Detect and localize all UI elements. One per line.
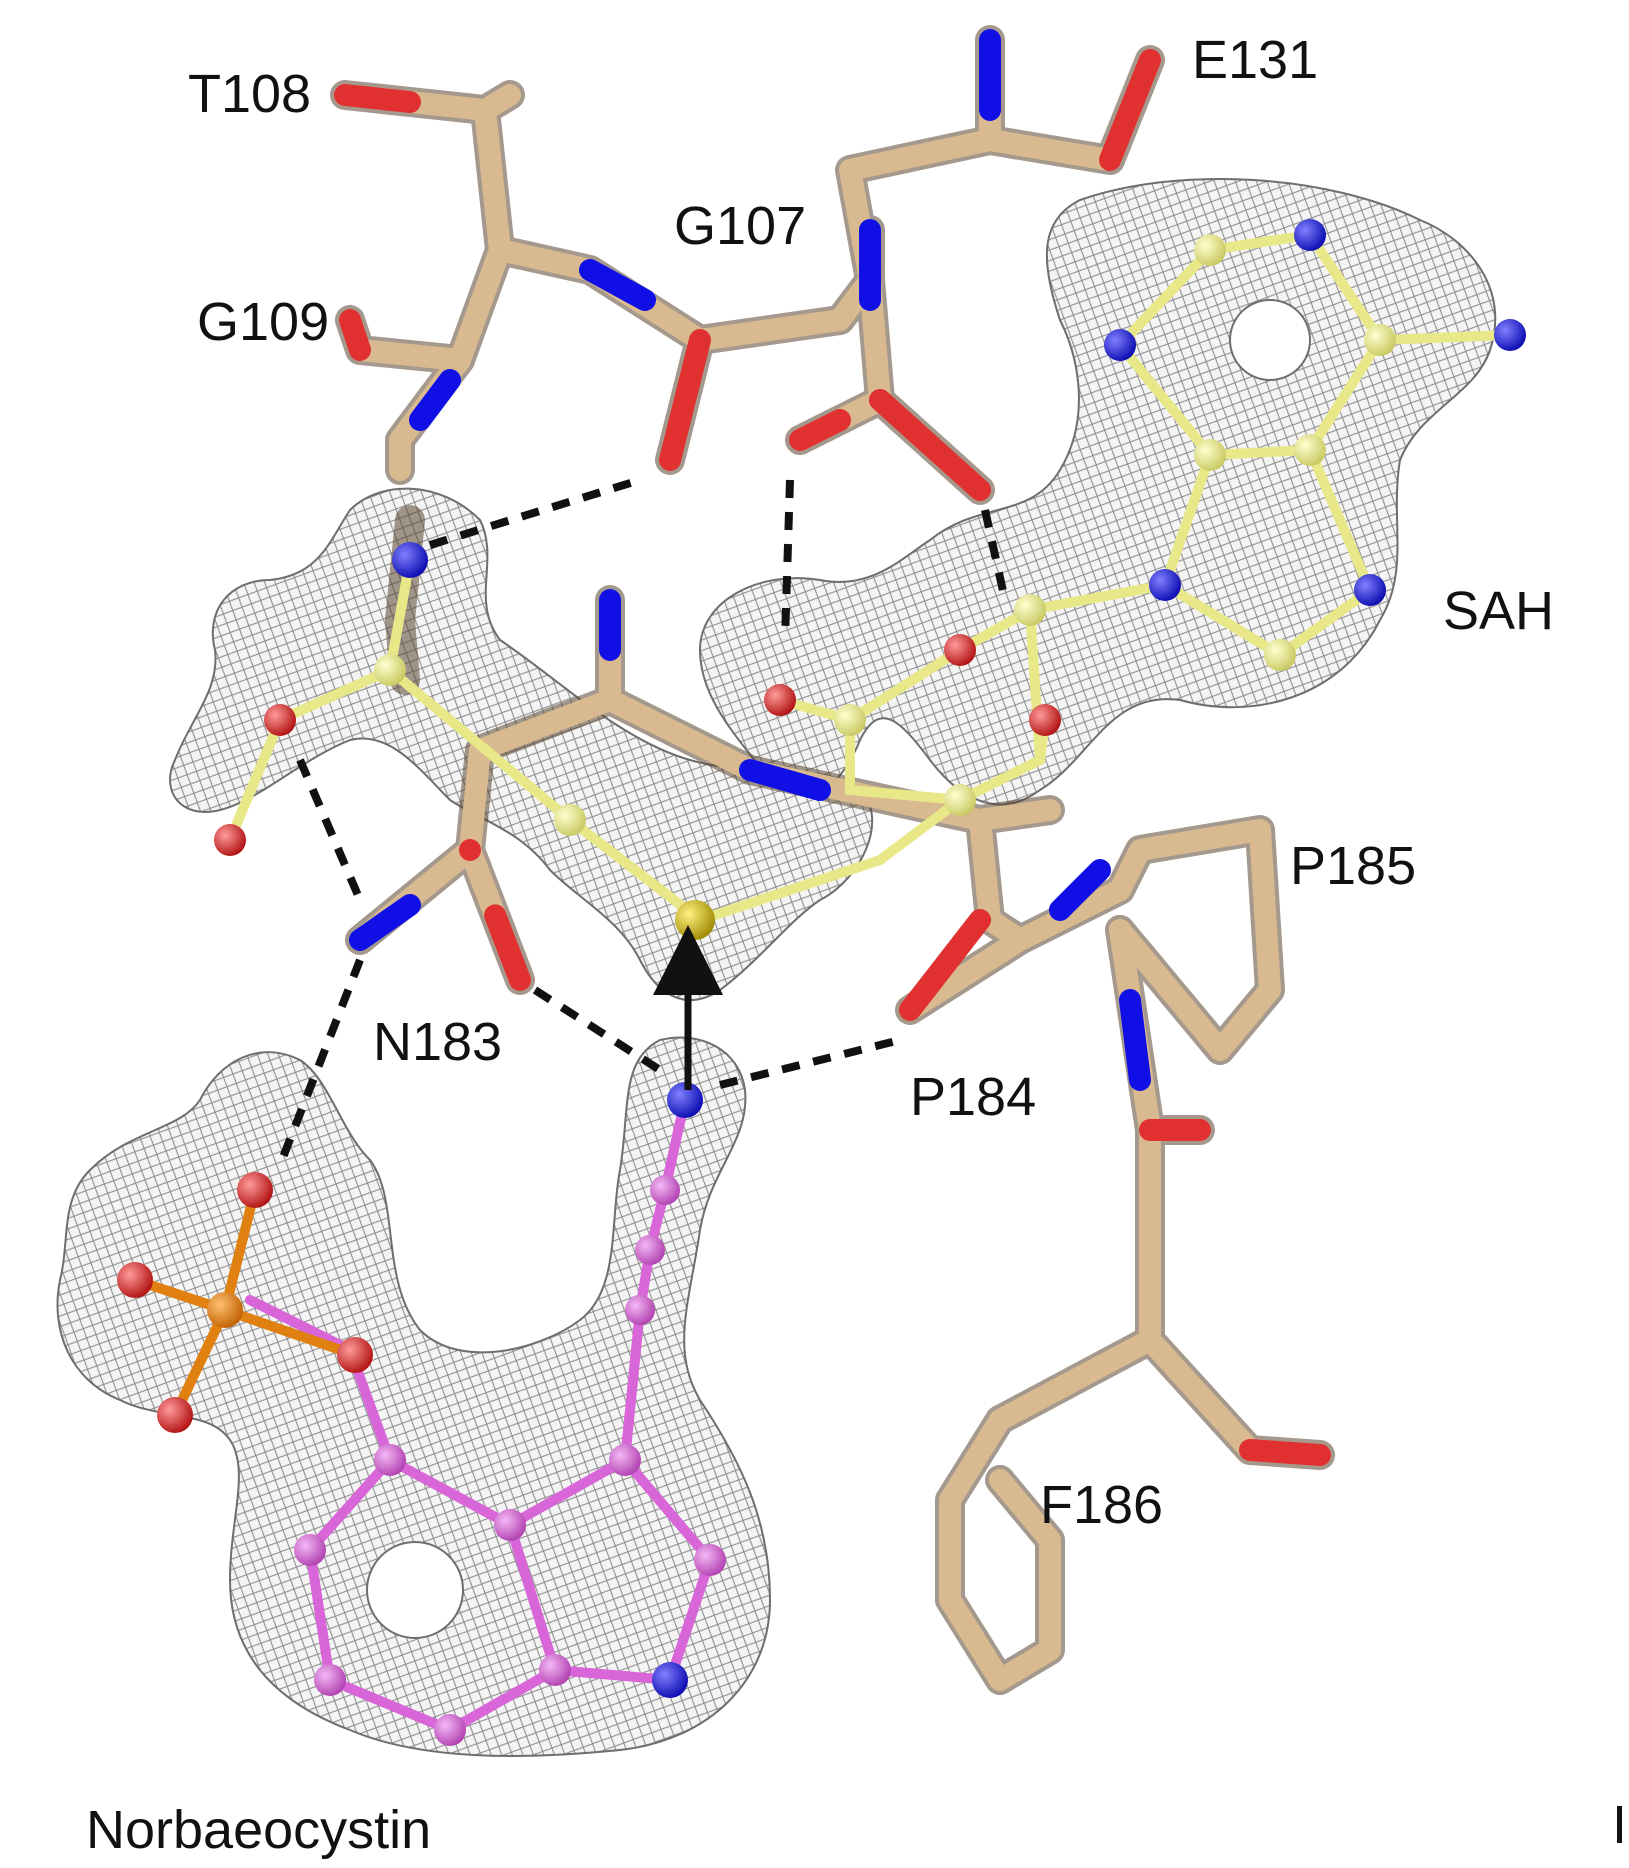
n183-sidechain-nitrogen <box>349 894 421 951</box>
norbaeocystin-ring-hole <box>366 1541 464 1639</box>
e131-oxygen-1 <box>1099 49 1161 171</box>
p184-oxygen <box>899 909 991 1021</box>
hbond-n183-amine <box>532 986 663 1074</box>
sah-sulfur-atom <box>675 900 715 940</box>
residue-labels: T108 E131 G107 G109 SAH P185 N183 P184 F… <box>86 30 1627 1860</box>
hbond-e131-sah <box>981 509 1009 601</box>
hbond-g107-sah <box>781 479 794 641</box>
p184-nitrogen <box>739 759 831 801</box>
label-n183: N183 <box>373 1012 502 1072</box>
sah-ligand <box>214 219 1526 940</box>
sah-atoms <box>214 219 1526 940</box>
f186-oxygen-2 <box>1239 1439 1331 1466</box>
norbaeocystin-ligand <box>117 1082 726 1746</box>
g107-oxygen <box>659 329 711 471</box>
label-f186: F186 <box>1040 1475 1163 1535</box>
hbond-amine-p184 <box>719 1036 901 1089</box>
label-p185: P185 <box>1290 836 1416 896</box>
phosphorus-atom <box>207 1292 243 1328</box>
label-e131: E131 <box>1192 30 1318 90</box>
label-norbaeocystin: Norbaeocystin <box>86 1800 431 1860</box>
norbaeocystin-atoms <box>117 1082 726 1746</box>
f186-nitrogen <box>1119 989 1151 1091</box>
n183-oxygen <box>459 839 531 991</box>
e131-oxygen-2 <box>789 409 851 451</box>
label-g107: G107 <box>674 196 806 256</box>
label-t108: T108 <box>188 64 311 124</box>
label-p184: P184 <box>910 1067 1036 1127</box>
p185-residue <box>1009 819 1281 1061</box>
protein-backbone-group <box>330 25 1335 1695</box>
label-g109: G109 <box>197 292 329 352</box>
hydrogen-bonds-group <box>276 476 1009 1167</box>
g109-oxygen-1 <box>339 309 371 361</box>
g109-nitrogen <box>409 369 461 431</box>
hbond-n183-phosphate <box>276 958 364 1167</box>
label-sah: SAH <box>1443 581 1554 641</box>
hbond-g109 <box>428 476 642 549</box>
label-edge-fragment: I <box>1612 1795 1627 1855</box>
g108-nitrogen <box>579 259 656 311</box>
sah-ring-hole <box>1229 299 1311 381</box>
p185-nitrogen <box>1049 859 1111 921</box>
norbaeocystin-density-mesh <box>56 1036 772 1757</box>
t108-oxygen <box>334 84 421 113</box>
norbaeocystin-amine-nitrogen <box>667 1082 703 1118</box>
hbond-sah-n183 <box>296 758 364 902</box>
